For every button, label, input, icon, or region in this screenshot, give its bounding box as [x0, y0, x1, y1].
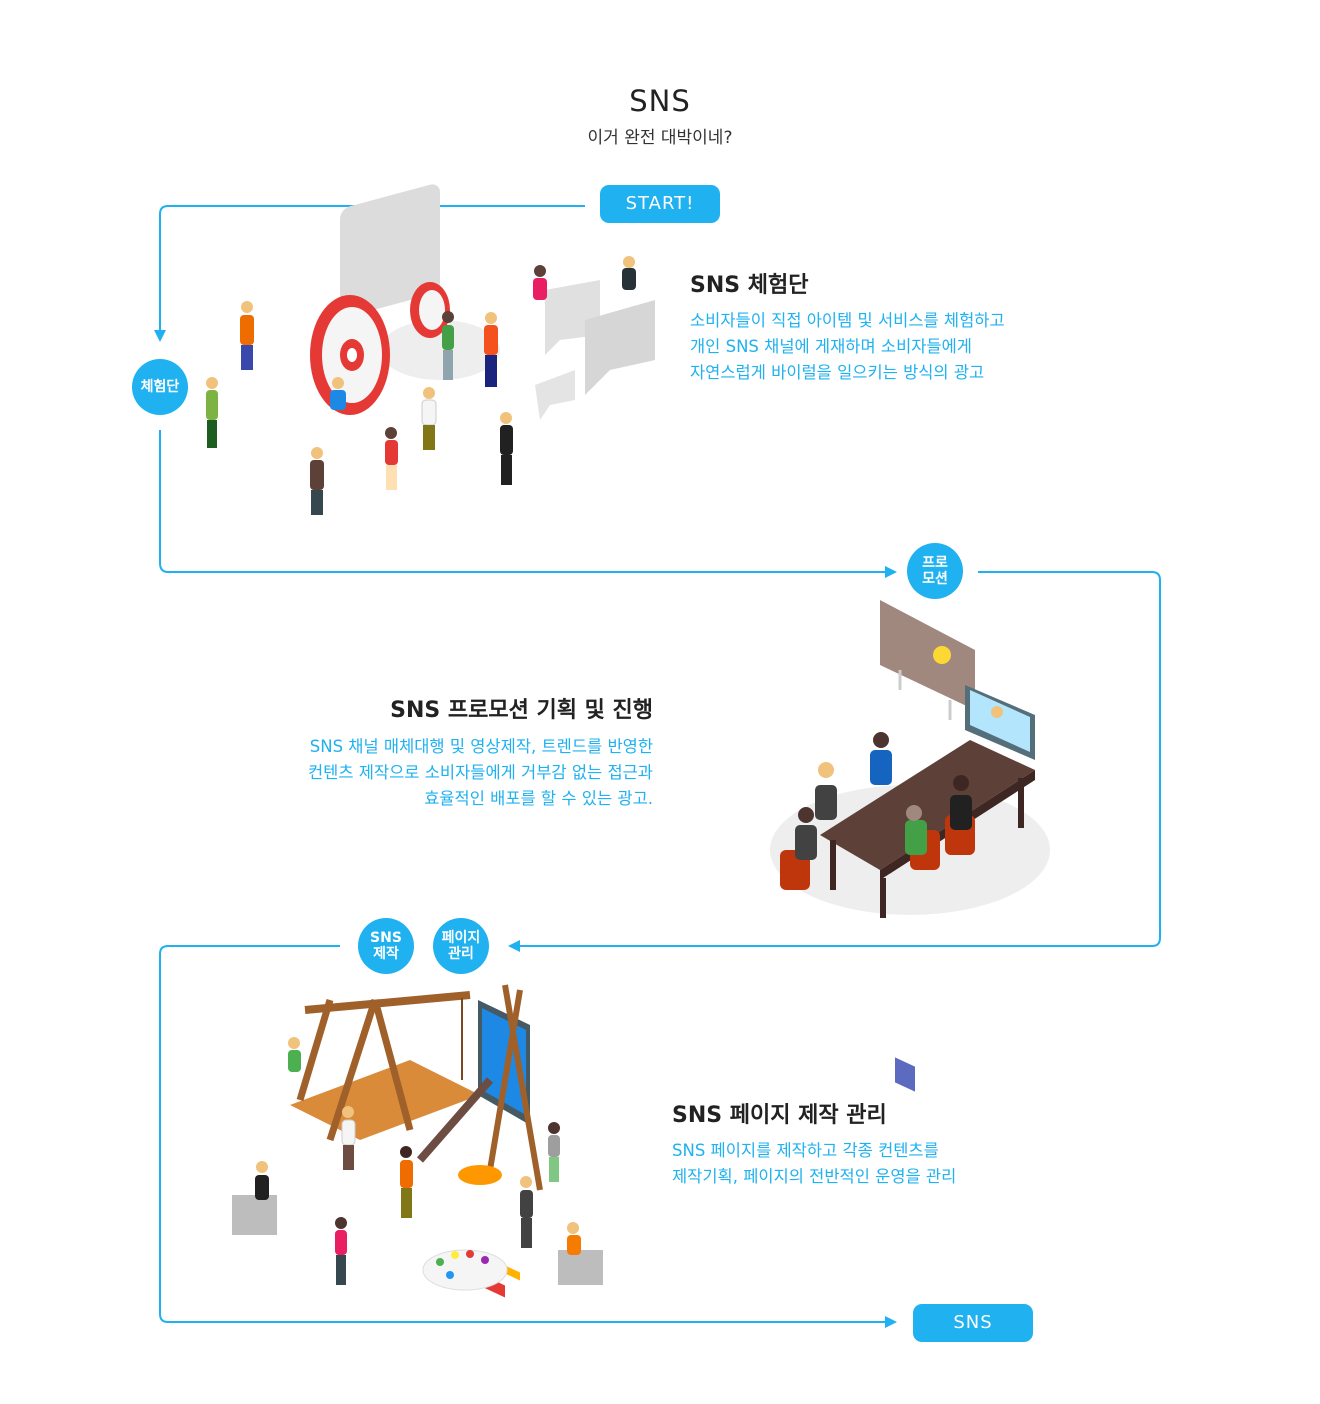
step1-description: 소비자들이 직접 아이템 및 서비스를 체험하고 개인 SNS 채널에 게재하며… [690, 311, 1005, 382]
step3-badge-sns: SNS 제작 [358, 918, 414, 974]
step2-badge: 프로 모션 [907, 543, 963, 599]
flow-line-step1 [159, 430, 897, 578]
step3-badge-page: 페이지 관리 [433, 918, 489, 974]
page-title: SNS [629, 84, 691, 118]
flow-line-start [154, 205, 585, 342]
end-badge: SNS [913, 1304, 1033, 1342]
start-badge: START! [600, 185, 720, 223]
step2-title: SNS 프로모션 기획 및 진행 [390, 698, 653, 723]
flow-line-step2 [508, 571, 1161, 952]
step1-badge: 체험단 [132, 359, 188, 415]
step3-description: SNS 페이지를 제작하고 각종 컨텐츠를 제작기획, 페이지의 전반적인 운영… [672, 1141, 957, 1186]
step2-description: SNS 채널 매체대행 및 영상제작, 트렌드를 반영한 컨텐츠 제작으로 소비… [307, 737, 653, 808]
step1-title: SNS 체험단 [690, 273, 809, 298]
flow-line-step3 [159, 945, 897, 1328]
step3-title: SNS 페이지 제작 관리 [672, 1103, 887, 1128]
page-subtitle: 이거 완전 대박이네? [587, 128, 733, 148]
